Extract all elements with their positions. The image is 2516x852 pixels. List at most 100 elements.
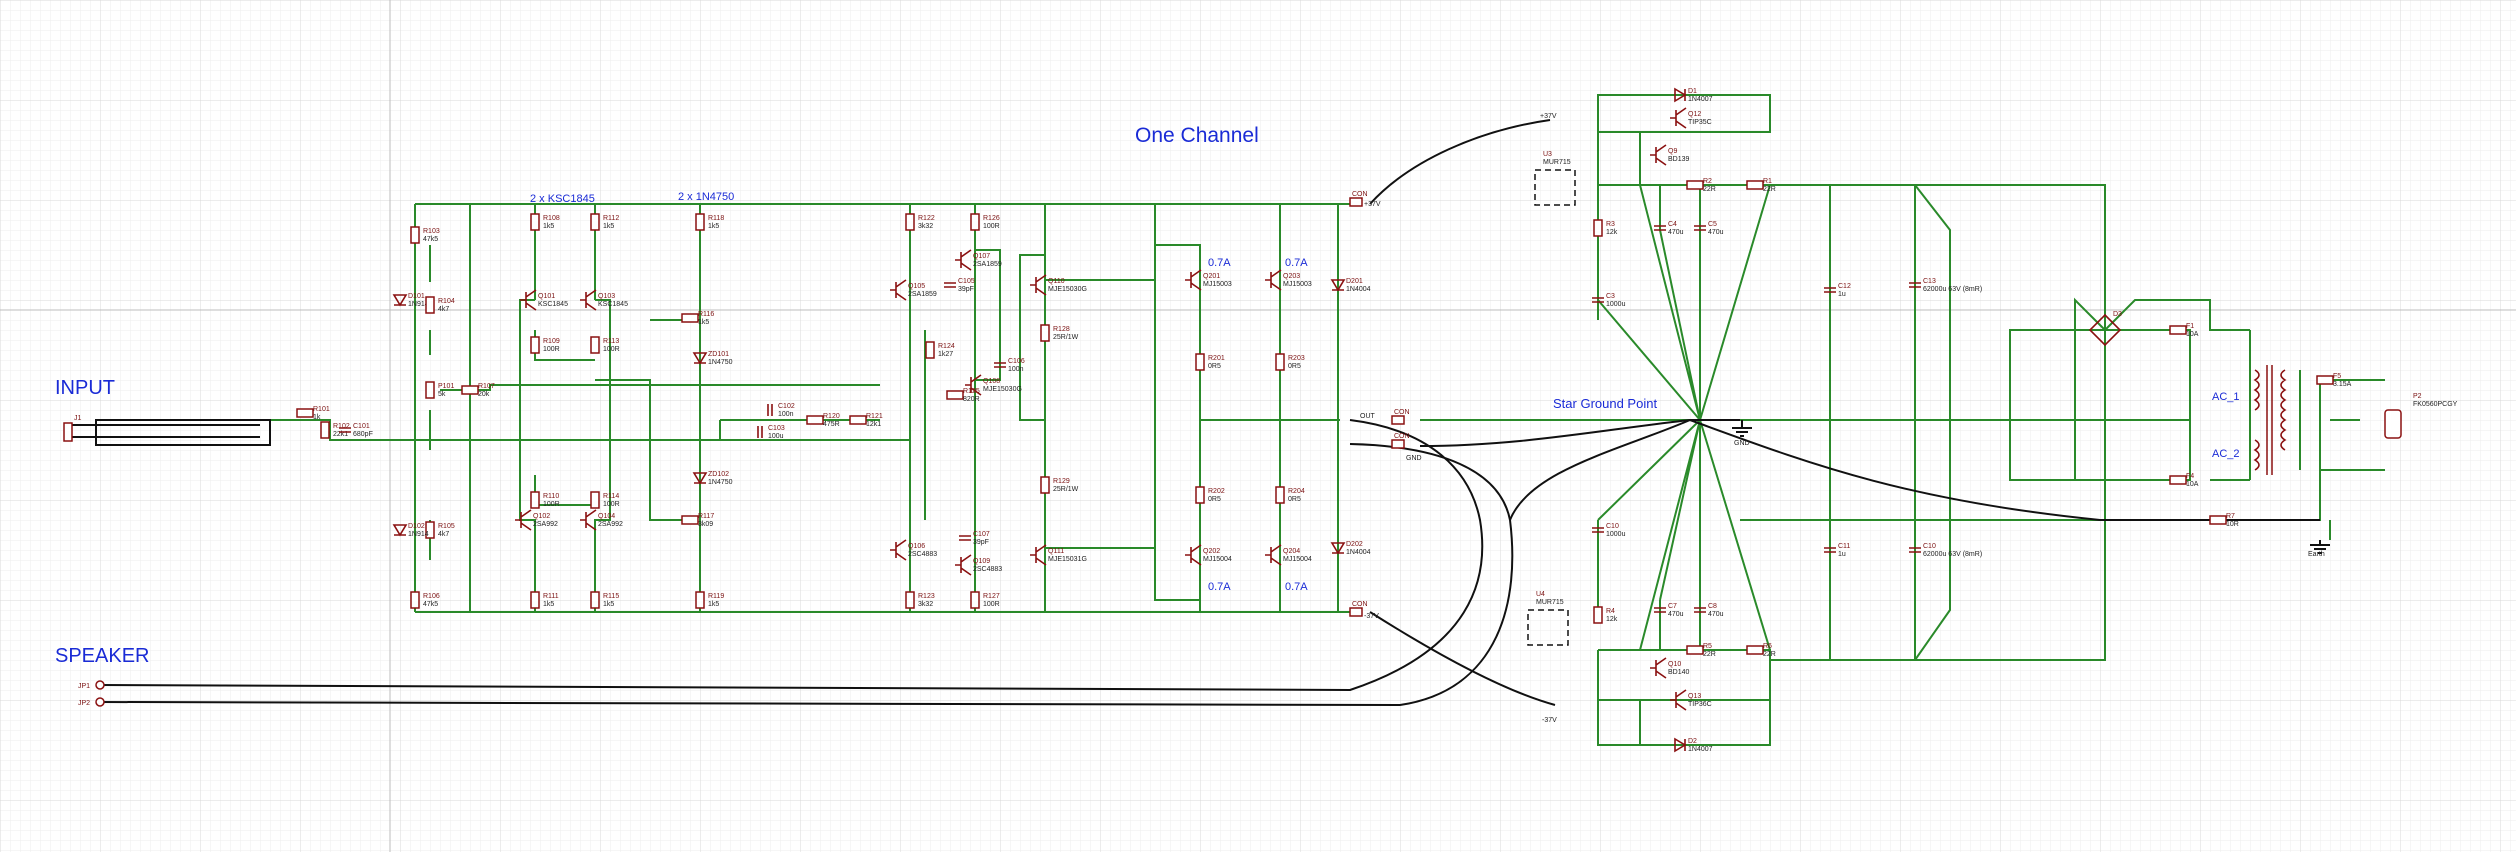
ac2-label: AC_2 — [2212, 448, 2240, 460]
part-ref: R124 — [938, 343, 955, 350]
part-value: 1N4007 — [1688, 746, 1713, 753]
part-ref: R122 — [918, 215, 935, 222]
part-value: MJE15030G — [1048, 286, 1087, 293]
part-f5[interactable]: F53.15A — [2316, 373, 2352, 388]
part-value: 4k7 — [438, 306, 449, 313]
part-value: 1u — [1838, 291, 1846, 298]
part-value: 10R — [2226, 521, 2239, 528]
part-d3[interactable]: D3 — [2113, 311, 2122, 318]
part-ref: R113 — [603, 338, 619, 345]
ac1-label: AC_1 — [2212, 391, 2240, 403]
